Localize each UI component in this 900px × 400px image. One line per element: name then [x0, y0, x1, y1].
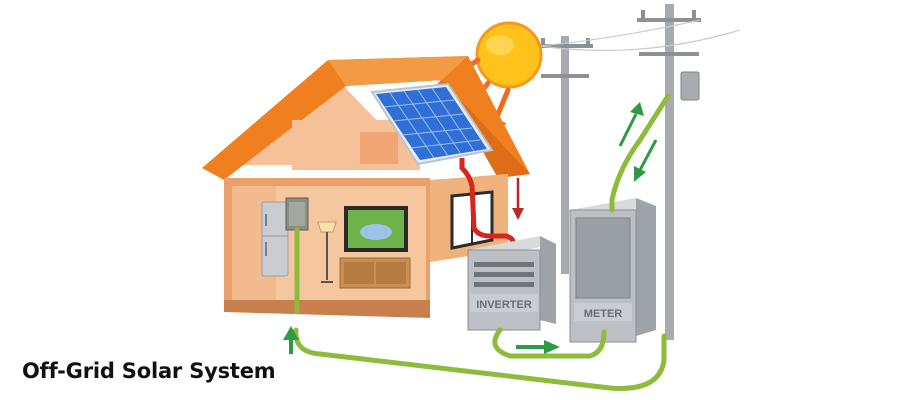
flow-arrow-up-pole [618, 102, 644, 147]
meter-icon: METER [569, 198, 656, 343]
tv-cabinet [339, 257, 411, 289]
sun-icon [475, 21, 543, 89]
dc-power-cable [459, 158, 517, 247]
diagram-caption: Off-Grid Solar System [22, 359, 276, 383]
utility-pole-front [539, 4, 741, 340]
utility-pole-back [537, 36, 593, 274]
meter-label: METER [584, 308, 623, 320]
flow-arrow-down [512, 178, 524, 220]
flow-arrow-down-pole [634, 139, 658, 182]
solar-panel-icon [370, 82, 494, 166]
inverter-label: INVERTER [476, 299, 532, 311]
breaker-box [285, 197, 309, 231]
transformer-icon [680, 71, 700, 101]
grid-wiring [293, 93, 671, 391]
tv-icon [344, 206, 408, 252]
refrigerator-icon [261, 201, 289, 277]
lamp-icon [317, 221, 337, 283]
flow-arrow-right [516, 340, 560, 354]
inverter-icon: INVERTER [467, 236, 556, 331]
flow-arrow-up-left [283, 326, 299, 354]
